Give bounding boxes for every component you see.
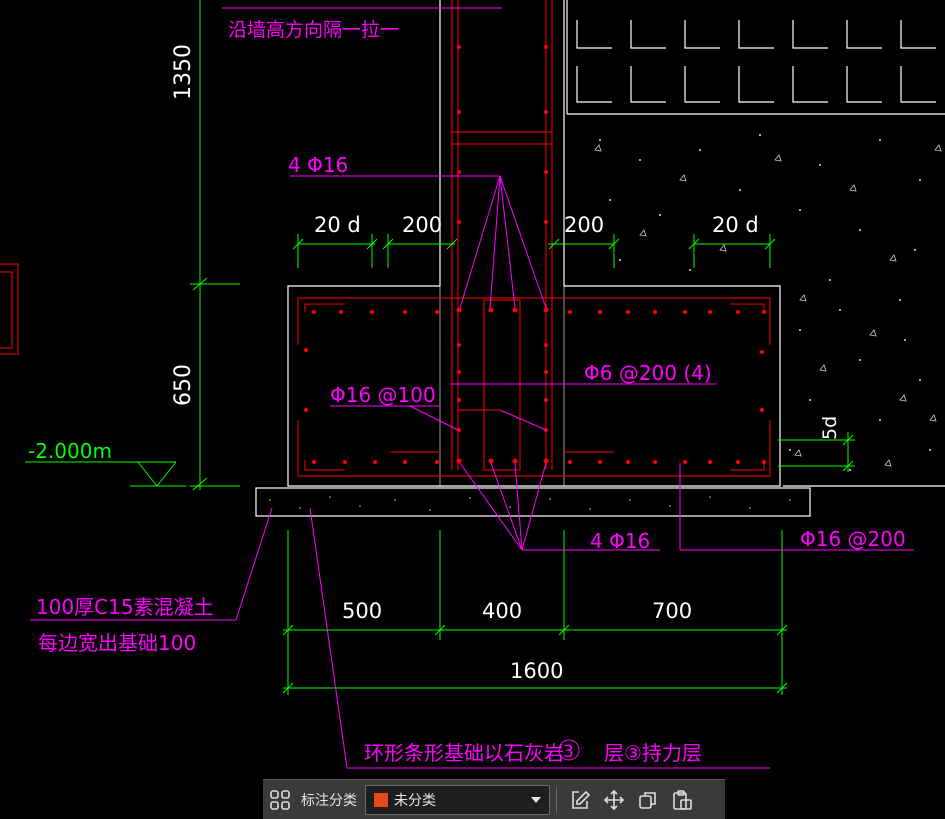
edit-button[interactable]	[563, 783, 597, 817]
plain-concrete-note-1: 100厚C15素混凝土	[36, 595, 214, 619]
copy-button[interactable]	[631, 783, 665, 817]
dim-text-5d: 5d	[819, 416, 841, 440]
four-squares-icon	[270, 789, 290, 810]
paste-button[interactable]	[665, 783, 699, 817]
chevron-down-icon	[531, 796, 541, 803]
bearing-layer-note: 环形条形基础以石灰岩 层③持力层	[364, 741, 702, 765]
elevation-label: -2.000m	[28, 439, 112, 463]
move-button[interactable]	[597, 783, 631, 817]
footing-rebar-cage	[297, 297, 771, 477]
rebar-label-4phi16-bottom: 4 Φ16	[590, 529, 650, 553]
dim-text-650: 650	[171, 364, 196, 406]
grid-view-button[interactable]	[263, 783, 297, 817]
category-select[interactable]: 未分类	[365, 784, 550, 815]
dim-text-200-right: 200	[564, 213, 604, 237]
category-select-value: 未分类	[394, 791, 436, 808]
toolbar-divider	[556, 786, 557, 813]
dim-text-1600: 1600	[510, 659, 563, 683]
top-cut-note: 沿墙高方向隔一拉一	[228, 19, 399, 41]
wall-outline	[439, 0, 565, 286]
wall-rebar	[451, 0, 553, 471]
dimension-lines	[25, 0, 855, 695]
drawing-annotations: 沿墙高方向隔一拉一 1350 650 4 Φ16 20 d 200 200 20…	[28, 19, 906, 765]
masonry-hatch-pattern	[566, 0, 945, 115]
copy-icon	[639, 791, 656, 809]
plain-concrete-note-2: 每边宽出基础100	[38, 631, 196, 655]
backfill-soil-hatch	[599, 134, 931, 471]
dim-text-700: 700	[652, 599, 692, 623]
leader-lines	[30, 7, 914, 769]
dim-text-1350: 1350	[171, 44, 196, 100]
bearing-layer-marker: 3	[563, 742, 574, 762]
footing-rebar-dots	[304, 310, 766, 464]
rebar-label-4phi16-top: 4 Φ16	[288, 153, 348, 177]
category-label: 标注分类	[301, 791, 357, 808]
stirrup-label: Φ6 @200 (4)	[584, 361, 712, 385]
footing-outline	[287, 285, 781, 487]
dist-bar-label: Φ16 @100	[330, 383, 436, 407]
dim-text-20d-right: 20 d	[712, 213, 759, 237]
plain-concrete-bed	[255, 487, 811, 517]
clipboard-icon	[673, 789, 692, 810]
category-color-swatch	[374, 792, 388, 807]
edit-icon	[572, 790, 591, 809]
move-arrows-icon	[603, 789, 625, 810]
dim-text-200-left: 200	[402, 213, 442, 237]
dim-text-20d-left: 20 d	[314, 213, 361, 237]
annotation-toolbar: 标注分类 未分类	[263, 779, 725, 819]
bottom-bar-label: Φ16 @200	[800, 527, 906, 551]
dim-text-400: 400	[482, 599, 522, 623]
wall-rebar-dots	[456, 45, 549, 464]
offscreen-detail-fragment	[0, 263, 19, 355]
backfill-soil-triangles	[594, 144, 945, 487]
dim-text-500: 500	[342, 599, 382, 623]
